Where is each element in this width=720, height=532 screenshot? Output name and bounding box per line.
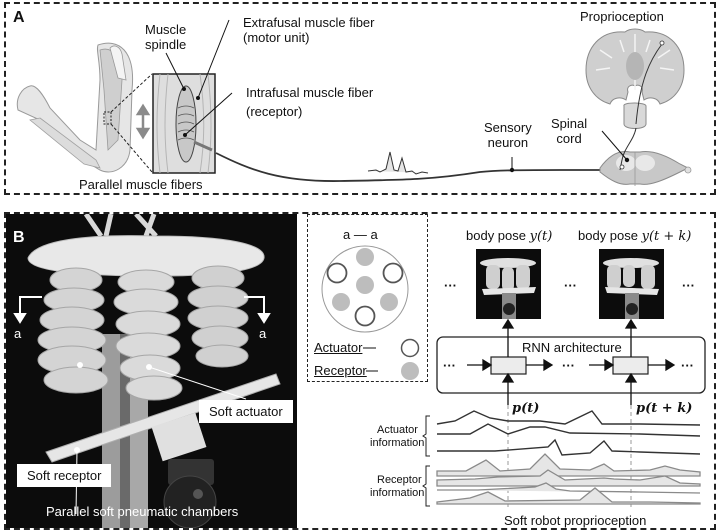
- receptor-marker: [332, 293, 350, 311]
- receptor-signal-3: [437, 482, 701, 494]
- actuator-signals: [436, 410, 701, 456]
- actuator-information-label: Actuator information: [370, 424, 425, 449]
- label-spinal-cord: Spinal cord: [551, 116, 588, 146]
- actuator-marker: [382, 262, 404, 284]
- panel-a-letter: A: [13, 9, 25, 26]
- callout-soft-actuator: Soft actuator: [199, 400, 293, 423]
- legend-actuator-marker: [400, 338, 420, 358]
- rnn-caption: Soft robot proprioception: [504, 513, 647, 528]
- receptor-marker: [380, 293, 398, 311]
- spindle-location-marker: [103, 111, 112, 125]
- sensory-neuron-path: [215, 151, 620, 182]
- label-intrafusal: Intrafusal muscle fiber (receptor): [246, 85, 374, 119]
- panel-b-letter: B: [13, 229, 25, 246]
- panel-b: [4, 212, 716, 530]
- pose-label-2: body pose y(t + k): [578, 228, 692, 244]
- section-arrow-left-icon: [13, 296, 42, 324]
- pose-image-2: [599, 249, 664, 319]
- receptor-information-label: Receptor information: [370, 474, 425, 499]
- arm-illustration: [16, 42, 153, 173]
- rnn-architecture-label: RNN architecture: [522, 340, 622, 355]
- brain-spinal-illustration: [585, 28, 692, 186]
- stretch-arrow-icon: [135, 103, 151, 140]
- muscle-spindle-zoom: [152, 19, 233, 174]
- receptor-signal-4: [436, 487, 701, 505]
- ellipsis-mid-top: ···: [564, 278, 577, 293]
- pose-robot-thumbnail: [603, 258, 659, 319]
- actuator-signal-2: [437, 423, 701, 437]
- receptor-info-bracket: [422, 465, 430, 507]
- rnn-container: [436, 336, 706, 394]
- legend-receptor-label: Receptor: [314, 363, 367, 378]
- ellipsis-mid-rnn: ···: [562, 358, 575, 373]
- ellipsis-right-top: ···: [682, 278, 695, 293]
- label-proprioception: Proprioception: [580, 9, 664, 24]
- pose-robot-thumbnail: [480, 258, 536, 319]
- callout-soft-receptor: Soft receptor: [17, 464, 112, 487]
- robot-illustration: [13, 214, 281, 528]
- receptor-signal-2: [436, 469, 701, 487]
- camera-ball-icon: [163, 475, 217, 528]
- input-label-p-t: p(t): [512, 401, 540, 416]
- section-marker-right: a: [259, 326, 267, 341]
- actuator-marker: [326, 262, 348, 284]
- pose-image-1: [476, 249, 541, 319]
- robot-photo: B a a Soft actuator Soft receptor Parall…: [6, 214, 297, 528]
- receptor-marker: [356, 276, 374, 294]
- actuator-info-bracket: [422, 415, 430, 457]
- label-muscle-spindle: Muscle spindle: [145, 22, 187, 52]
- panel-a: [4, 2, 716, 195]
- label-extrafusal: Extrafusal muscle fiber (motor unit): [243, 15, 375, 45]
- photo-caption: Parallel soft pneumatic chambers: [46, 504, 239, 519]
- section-marker-left: a: [14, 326, 22, 341]
- receptor-marker: [356, 248, 374, 266]
- ellipsis-left-top: ···: [444, 278, 457, 293]
- action-potential-spikes: [367, 151, 429, 175]
- cross-section-panel: [307, 214, 428, 382]
- cross-section-title: a — a: [343, 227, 378, 242]
- label-sensory-neuron: Sensory neuron: [484, 120, 532, 150]
- label-parallel-muscle-fibers: Parallel muscle fibers: [79, 177, 203, 192]
- legend-actuator-label: Actuator: [314, 340, 363, 355]
- legend-receptor-marker: [401, 362, 419, 380]
- actuator-signal-1: [436, 410, 701, 426]
- ellipsis-right-rnn: ···: [681, 358, 694, 373]
- pose-label-1: body pose y(t): [466, 228, 553, 244]
- input-label-p-t-k: p(t + k): [636, 401, 693, 416]
- receptor-signal-1: [436, 453, 701, 477]
- actuator-signal-3: [437, 438, 701, 456]
- receptor-signals: [436, 453, 701, 505]
- actuator-marker: [354, 305, 376, 327]
- section-arrow-right-icon: [244, 296, 271, 324]
- ellipsis-left-rnn: ···: [443, 358, 456, 373]
